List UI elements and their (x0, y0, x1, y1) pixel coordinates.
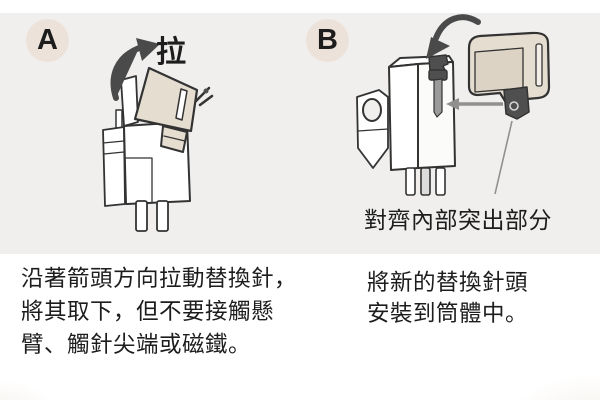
contact-pin (405, 167, 416, 196)
cartridge-left-bracket (102, 126, 126, 207)
body-left-face (388, 63, 419, 171)
bracket-hole (362, 98, 382, 122)
contact-pin (420, 167, 431, 196)
pull-action-label: 拉 (156, 36, 186, 69)
stylus-protruding-tab (503, 86, 530, 120)
step-a-caption: 沿著箭頭方向拉動替換針， 將其取下，但不要接觸懸 臂、觸針尖端或磁鐵。 (21, 262, 351, 361)
caption-line: 將其取下，但不要接觸懸 (21, 299, 275, 324)
step-a-badge: A (26, 19, 69, 62)
cartridge-rear-wall (120, 75, 139, 127)
internal-protrusion (428, 54, 449, 118)
step-b-letter: B (317, 24, 338, 56)
contact-pin (156, 200, 169, 232)
caption-line: 將新的替換針頭 (367, 270, 529, 295)
insert-rotate-arrow-icon (426, 14, 481, 59)
replacement-stylus-b (467, 31, 551, 120)
page-vignette (0, 254, 600, 400)
alignment-callout-label: 對齊內部突出部分 (364, 207, 552, 233)
step-b-badge: B (306, 19, 349, 62)
stylus-slot (175, 88, 188, 121)
stylus-recess (474, 47, 524, 93)
caption-line: 臂、觸針尖端或磁鐵。 (21, 332, 252, 357)
pull-arrow-icon (110, 38, 160, 101)
mounting-bracket (356, 89, 389, 169)
caption-line: 安裝到筒體中。 (367, 301, 529, 326)
align-arrow-icon (446, 98, 503, 110)
step-a-letter: A (37, 24, 58, 56)
step-a-illustration (102, 38, 214, 232)
stylus-contacts (194, 86, 214, 107)
contact-pin (435, 167, 446, 196)
step-b-caption: 將新的替換針頭 安裝到筒體中。 (367, 267, 587, 329)
caption-line: 沿著箭頭方向拉動替換針， (21, 266, 298, 291)
stylus-side-slot (535, 43, 543, 87)
replacement-stylus-a (133, 66, 214, 153)
callout-leader-line (494, 120, 513, 195)
contact-pin (135, 200, 148, 232)
step-b-illustration (356, 14, 551, 196)
